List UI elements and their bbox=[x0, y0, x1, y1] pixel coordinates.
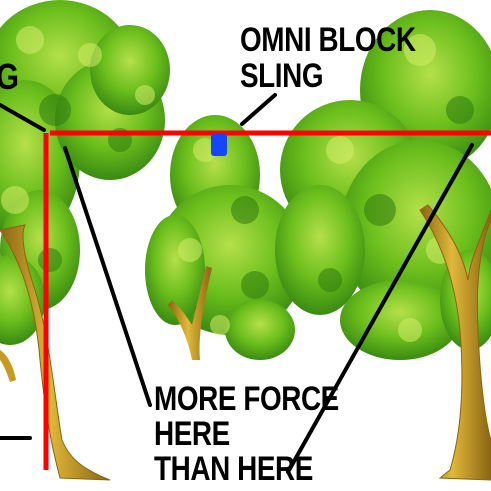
middle-tree-leaf-texture bbox=[178, 138, 269, 335]
pointer-left-label bbox=[0, 103, 46, 132]
force-note-line2: HERE bbox=[154, 415, 230, 453]
right-tree-foliage bbox=[275, 10, 491, 360]
pointer-lines bbox=[0, 93, 474, 474]
left-tree bbox=[0, 0, 170, 481]
omni-block-label-line1: OMNI BLOCK bbox=[240, 21, 416, 59]
left-partial-text: G bbox=[0, 56, 19, 97]
left-tree-leaf-texture bbox=[1, 26, 155, 272]
force-note-label: MORE FORCE HERE THAN HERE bbox=[154, 382, 339, 487]
pointer-than-here bbox=[286, 143, 474, 474]
pointer-omni-block bbox=[240, 93, 277, 126]
left-partial-label: G bbox=[0, 56, 19, 98]
left-tree-trunk bbox=[0, 224, 111, 481]
force-note-line1: MORE FORCE bbox=[154, 380, 339, 418]
middle-tree bbox=[145, 115, 305, 360]
omni-block bbox=[211, 134, 227, 156]
rope-system bbox=[43, 130, 491, 470]
middle-tree-trunk bbox=[168, 266, 212, 360]
force-note-line3: THAN HERE bbox=[154, 450, 313, 488]
omni-block-label-line2: SLING bbox=[240, 57, 324, 95]
right-tree-trunk bbox=[419, 204, 491, 481]
pointer-more-force bbox=[63, 146, 152, 407]
omni-block-sling-label: OMNI BLOCK SLING bbox=[240, 22, 416, 94]
middle-tree-foliage bbox=[145, 115, 305, 360]
right-tree bbox=[275, 10, 491, 481]
left-tree-branch bbox=[0, 350, 16, 382]
